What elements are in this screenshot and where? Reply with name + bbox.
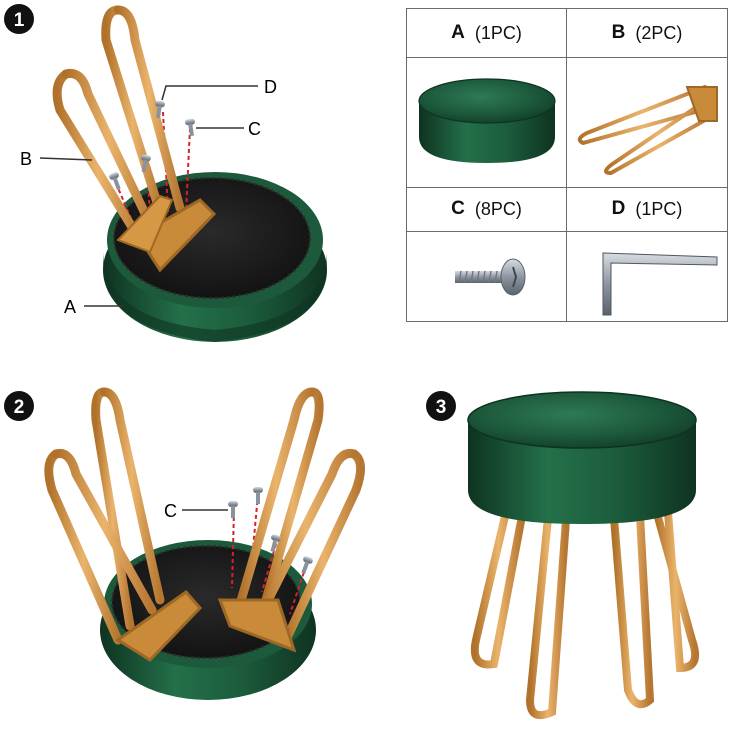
part-b-qty: (2PC) (635, 22, 683, 43)
cushion-seat-icon (407, 57, 567, 187)
step-1-illustration: D C B A 1 (4, 4, 327, 342)
hairpin-legs-assembled (470, 506, 699, 719)
part-a-qty: (1PC) (474, 22, 522, 43)
part-d-header: D (1PC) (567, 187, 727, 231)
callout-label-a: A (64, 297, 76, 317)
part-a-header: A (1PC) (407, 9, 567, 57)
step-3-illustration: 3 (426, 391, 699, 719)
parts-header-row-2: C (8PC) D (1PC) (407, 187, 727, 232)
part-d-letter: D (611, 198, 626, 219)
hairpin-legs-right (217, 387, 365, 653)
hairpin-leg-icon (567, 57, 727, 187)
svg-text:2: 2 (14, 397, 25, 418)
part-c-qty: (8PC) (474, 198, 522, 219)
screws-step1 (109, 100, 195, 190)
part-c-header: C (8PC) (407, 187, 567, 231)
svg-text:3: 3 (436, 397, 447, 418)
step-badge-3: 3 (426, 391, 456, 421)
callout-label-b: B (20, 149, 32, 169)
stool-seat-assembled (467, 391, 697, 524)
parts-header-row-1: A (1PC) B (2PC) (407, 9, 727, 58)
part-b-header: B (2PC) (567, 9, 727, 57)
callout-label-c-step2: C (164, 501, 177, 521)
part-d-qty: (1PC) (635, 198, 683, 219)
parts-image-row-2 (407, 231, 727, 321)
parts-image-row-1 (407, 57, 727, 188)
parts-list-table: A (1PC) B (2PC) (406, 8, 728, 322)
hairpin-legs-left (44, 387, 203, 662)
part-c-letter: C (451, 198, 465, 219)
callout-label-d: D (264, 77, 277, 97)
part-b-letter: B (611, 22, 626, 43)
svg-text:1: 1 (14, 10, 25, 31)
callouts-step1 (39, 85, 258, 307)
step-badge-1: 1 (4, 4, 34, 34)
screw-icon (407, 231, 567, 321)
screws-step2 (228, 487, 313, 574)
step-badge-2: 2 (4, 391, 34, 421)
part-a-letter: A (451, 22, 465, 43)
callout-label-c: C (248, 119, 261, 139)
step-2-illustration: C 2 (4, 387, 365, 700)
allen-key-icon (567, 231, 727, 321)
hairpin-leg (52, 5, 217, 273)
